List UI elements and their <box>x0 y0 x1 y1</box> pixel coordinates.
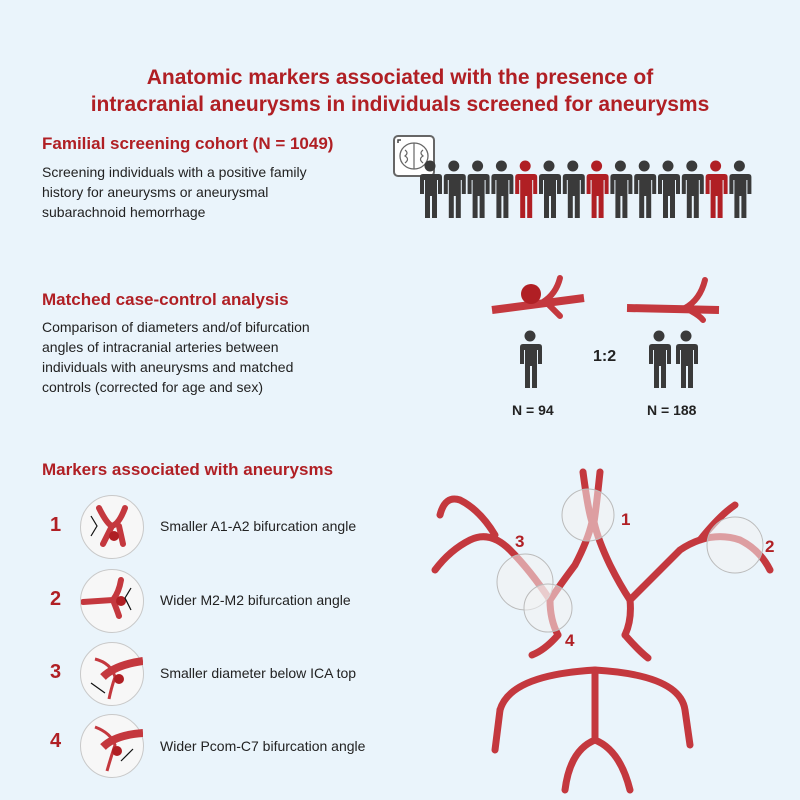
brain-scan-icon <box>393 135 435 177</box>
diagram-label-3: 3 <box>515 532 525 551</box>
case-person-icon <box>520 330 542 388</box>
diagram-label-4: 4 <box>565 631 575 650</box>
person-icon <box>539 160 561 218</box>
person-icon <box>520 330 542 388</box>
person-with-aneurysm-icon <box>586 160 609 218</box>
person-icon <box>676 330 698 388</box>
a1-a2-bifurcation-icon <box>80 495 144 559</box>
cohort-description: Screening individuals with a positive fa… <box>42 164 307 220</box>
person-icon <box>420 160 442 218</box>
m2-m2-bifurcation-icon <box>80 569 144 633</box>
cohort-heading: Familial screening cohort (N = 1049) <box>42 134 334 153</box>
ica-diameter-icon <box>80 642 144 706</box>
ratio-label: 1:2 <box>593 348 617 365</box>
circle-of-willis-diagram <box>431 468 774 794</box>
diagram-label-1: 1 <box>621 510 631 529</box>
case-control-heading: Matched case-control analysis <box>42 290 289 309</box>
cases-n: N = 94 <box>512 402 554 418</box>
pcom-c7-bifurcation-icon <box>80 714 144 778</box>
person-icon <box>649 330 671 388</box>
person-icon <box>658 160 680 218</box>
person-icon <box>443 160 466 218</box>
person-icon <box>467 160 490 218</box>
person-icon <box>729 160 752 218</box>
markers-heading: Markers associated with aneurysms <box>42 460 334 479</box>
page-title: Anatomic markers associated with the pre… <box>90 66 710 116</box>
control-persons-icon <box>649 330 698 388</box>
person-icon <box>610 160 633 218</box>
vessel-control-icon <box>626 277 720 323</box>
person-with-aneurysm-icon <box>705 160 728 218</box>
case-control-description: Comparison of diameters and/of bifurcati… <box>42 319 310 395</box>
diagram-label-2: 2 <box>765 537 775 556</box>
person-with-aneurysm-icon <box>515 160 538 218</box>
person-icon <box>681 160 704 218</box>
vessel-with-aneurysm-icon <box>491 275 585 319</box>
cohort-people-row <box>420 160 752 218</box>
controls-n: N = 188 <box>647 402 697 418</box>
person-icon <box>562 160 585 218</box>
person-icon <box>634 160 657 218</box>
person-icon <box>491 160 514 218</box>
